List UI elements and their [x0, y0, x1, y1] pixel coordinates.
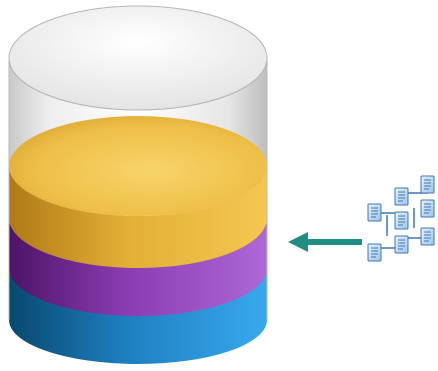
- database-cylinder: [8, 5, 268, 364]
- document-icon: [367, 203, 382, 222]
- document-icon: [420, 227, 435, 246]
- top-layer-surface: [9, 116, 267, 216]
- glass-top: [8, 5, 268, 111]
- top-layer: [9, 166, 267, 268]
- documents-icon: [367, 175, 435, 262]
- document-icon: [420, 175, 435, 194]
- document-icon: [394, 235, 409, 254]
- document-icon: [367, 243, 382, 262]
- left-arrow: [288, 232, 362, 252]
- document-icon: [394, 187, 409, 206]
- document-icon: [420, 199, 435, 218]
- document-icon: [394, 211, 409, 230]
